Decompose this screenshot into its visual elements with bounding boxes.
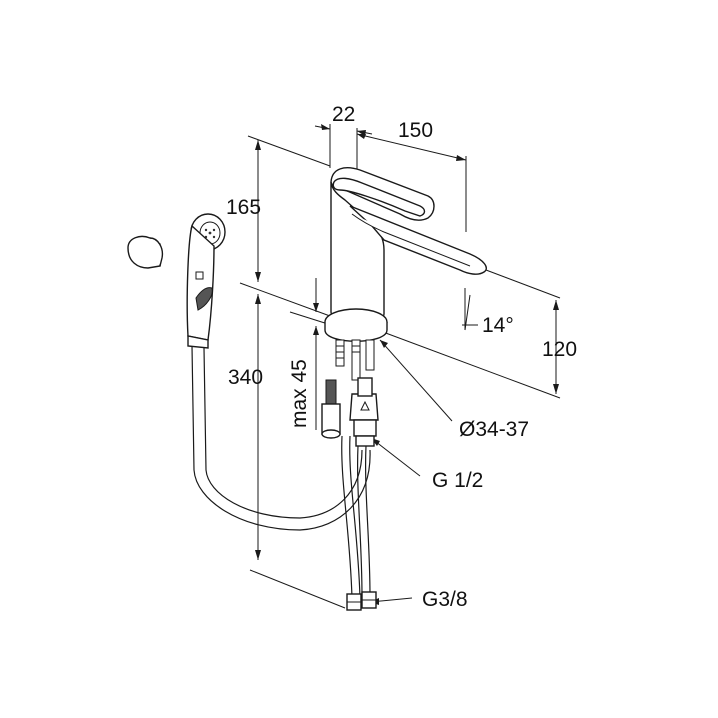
- diameter-label: Ø34-37: [459, 418, 529, 441]
- dimension-labels: 22 150 165 340 max 45 14° 120 Ø34-37 G 1…: [226, 103, 577, 611]
- thread-g12-label: G 1/2: [432, 469, 483, 492]
- dimension-120-label: 120: [542, 338, 577, 361]
- dimension-max45-label: max 45: [288, 359, 311, 428]
- faucet-body: [324, 167, 488, 342]
- hand-shower: [127, 213, 371, 531]
- dimension-lines: [239, 124, 561, 609]
- dimension-165-label: 165: [226, 196, 261, 219]
- dimension-22-label: 22: [332, 103, 355, 126]
- connections: [321, 339, 379, 611]
- dimension-150-label: 150: [398, 119, 433, 142]
- dimension-340-label: 340: [228, 366, 263, 389]
- arrowheads: [255, 124, 559, 605]
- thread-g38-label: G3/8: [422, 588, 468, 611]
- angle-14-label: 14°: [482, 314, 514, 337]
